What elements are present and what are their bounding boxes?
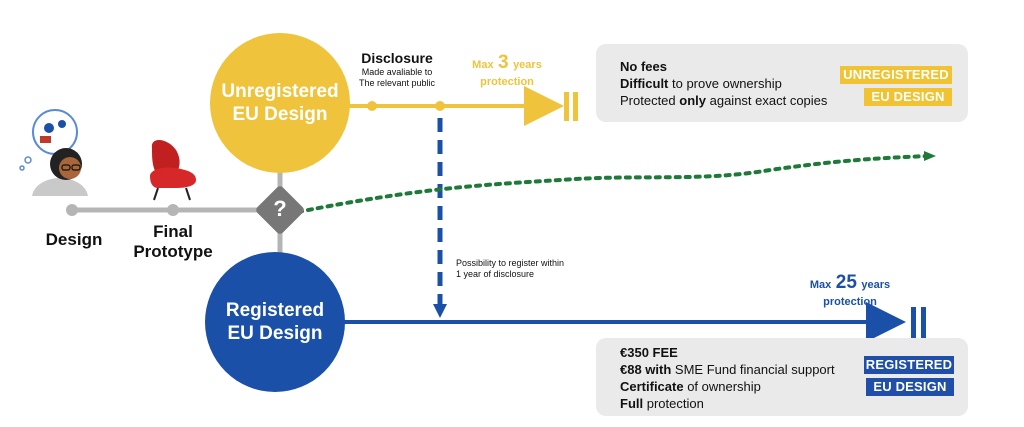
unregistered-end-bar-1 [564,92,569,121]
fee-text: €350 FEE [620,345,678,360]
register-note-line2: 1 year of disclosure [456,269,535,279]
register-arrow-head [433,304,447,318]
register-note: Possibility to register within 1 year of… [456,258,586,280]
unregistered-circle-label: Unregistered EU Design [210,80,350,126]
prove-ownership-text: to prove ownership [668,76,782,91]
unregistered-protection-label: protection [480,76,534,88]
design-dot [66,204,78,216]
final-prototype-line2: Prototype [133,242,213,261]
only-text: only [679,93,706,108]
registered-eu-design-badge: EU DESIGN [866,378,954,396]
unregistered-max-prefix: Max [472,59,494,71]
unregistered-info-box: No fees Difficult to prove ownership Pro… [596,44,968,122]
exact-copies-text: against exact copies [706,93,828,108]
disclosure-line1: Made avaliable to [361,67,433,77]
disclosure-line2: The relevant public [358,78,436,88]
final-prototype-line1: Final [153,222,193,241]
registered-end-bar-1 [911,307,916,338]
prototype-dot [167,204,179,216]
unregistered-end-bar-2 [573,92,578,121]
unregistered-circle-line1: Unregistered [221,81,339,102]
unregistered-max-value: 3 [498,52,509,73]
unregistered-circle-line2: EU Design [232,104,328,125]
of-ownership-text: of ownership [683,379,761,394]
certificate-text: Certificate [620,379,684,394]
registered-protection-label: protection [823,296,877,308]
unregistered-eu-design-badge: EU DESIGN [864,88,952,106]
registered-circle-line2: EU Design [227,323,323,344]
no-fees-text: No fees [620,59,667,74]
design-label: Design [45,230,103,249]
question-diamond-icon [256,186,304,234]
protection-text: protection [643,396,704,411]
protected-text: Protected [620,93,680,108]
decision-question-mark: ? [273,196,287,221]
yellow-timeline-dot [435,101,445,111]
undecided-dotted-path [296,154,930,214]
registered-max-prefix: Max [809,279,832,291]
disclosure-block: Disclosure Made avaliable to The relevan… [350,50,444,89]
registered-circle [205,252,345,392]
disclosure-title: Disclosure [361,50,433,66]
disclosure-dot [367,101,377,111]
registered-circle-label: Registered EU Design [205,299,345,345]
registered-circle-line1: Registered [225,300,325,321]
final-prototype-label: Final Prototype [118,222,228,262]
sme-fee-text: €88 with [620,362,672,377]
person-thinking-icon [19,109,88,196]
registered-end-bar-2 [921,307,926,338]
difficult-text: Difficult [620,76,669,91]
unregistered-max-unit: years [513,59,542,71]
full-text: Full [620,396,644,411]
dotted-arrow-head [924,151,936,161]
registered-max-label: Max 25 years protection [800,272,900,309]
sme-support-text: SME Fund financial support [671,362,835,377]
registered-max-value: 25 [835,272,857,293]
unregistered-max-label: Max 3 years protection [462,52,552,89]
registered-badge: REGISTERED [864,356,954,374]
registered-info-box: €350 FEE €88 with SME Fund financial sup… [596,338,968,416]
registered-max-unit: years [861,279,891,291]
unregistered-circle [210,33,350,173]
armchair-icon [150,139,196,201]
register-note-line1: Possibility to register within [456,258,565,268]
unregistered-badge: UNREGISTERED [840,66,952,84]
